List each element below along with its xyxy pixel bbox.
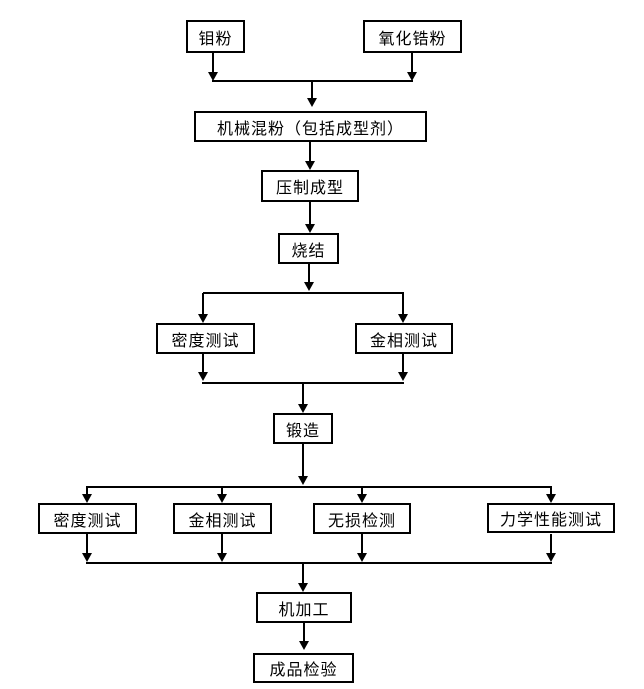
- connector-join-to-mixing: [311, 81, 313, 98]
- connector-merge-before-machining: [86, 562, 552, 564]
- arrowhead-density1-merge-icon: [198, 372, 208, 381]
- node-metallographic-test-1: 金相测试: [355, 323, 453, 354]
- node-final-inspection: 成品检验: [253, 653, 354, 683]
- arrowhead-to-metallographic1-icon: [398, 314, 408, 323]
- arrowhead-to-metallographic2-icon: [217, 494, 227, 503]
- arrowhead-sintering-split-icon: [304, 282, 314, 291]
- arrowhead-density2-merge-icon: [82, 553, 92, 562]
- connector-mo-powder-down: [212, 53, 214, 72]
- node-zirconia-powder: 氧化锆粉: [363, 20, 462, 53]
- connector-pressing-to-sintering: [309, 202, 311, 224]
- arrowhead-to-density2-icon: [82, 494, 92, 503]
- node-metallographic-test-2: 金相测试: [173, 503, 272, 534]
- arrowhead-to-mixing-icon: [307, 98, 317, 107]
- connector-split-left-down: [202, 293, 204, 314]
- node-mixing: 机械混粉（包括成型剂）: [194, 111, 427, 142]
- connector-density2-down: [86, 534, 88, 553]
- arrowhead-to-sintering-icon: [305, 224, 315, 233]
- node-mechanical-test: 力学性能测试: [487, 503, 615, 533]
- arrowhead-zirconia-icon: [407, 72, 417, 81]
- connector-split-after-sintering: [203, 292, 404, 294]
- connector-zirconia-down: [411, 53, 413, 72]
- connector-split4-2-down: [221, 487, 223, 494]
- connector-machining-down: [303, 623, 305, 641]
- arrowhead-to-pressing-icon: [305, 161, 315, 170]
- node-density-test-1: 密度测试: [156, 323, 255, 354]
- connector-merge-to-machining: [302, 563, 304, 583]
- connector-split4-4-down: [550, 487, 552, 494]
- connector-forging-down: [302, 444, 304, 476]
- arrowhead-to-forging-icon: [298, 404, 308, 413]
- connector-sintering-down: [308, 264, 310, 282]
- arrowhead-ndt-merge-icon: [357, 553, 367, 562]
- arrowhead-to-density1-icon: [198, 314, 208, 323]
- arrowhead-mo-powder-icon: [208, 72, 218, 81]
- connector-mechanical-down: [550, 534, 552, 553]
- connector-metallographic2-down: [221, 534, 223, 553]
- connector-metallographic1-down: [402, 354, 404, 372]
- connector-mixing-to-pressing: [309, 142, 311, 161]
- connector-split-after-forging: [86, 486, 552, 488]
- arrowhead-mechanical-merge-icon: [546, 553, 556, 562]
- node-pressing: 压制成型: [261, 170, 359, 202]
- connector-split4-1-down: [86, 487, 88, 494]
- connector-ndt-down: [361, 534, 363, 553]
- node-ndt: 无损检测: [313, 503, 411, 534]
- arrowhead-to-mechanical-icon: [546, 494, 556, 503]
- arrowhead-to-inspection-icon: [299, 641, 309, 650]
- node-mo-powder: 钼粉: [186, 20, 245, 53]
- connector-merge-to-forging: [302, 383, 304, 404]
- node-density-test-2: 密度测试: [38, 503, 137, 534]
- arrowhead-metallographic1-merge-icon: [398, 372, 408, 381]
- connector-density1-down: [202, 354, 204, 372]
- arrowhead-metallographic2-merge-icon: [217, 553, 227, 562]
- node-machining: 机加工: [256, 592, 352, 623]
- node-forging: 锻造: [273, 413, 333, 444]
- arrowhead-to-machining-icon: [298, 583, 308, 592]
- node-sintering: 烧结: [278, 233, 339, 264]
- connector-split4-3-down: [361, 487, 363, 494]
- connector-split-right-down: [402, 293, 404, 314]
- arrowhead-to-ndt-icon: [357, 494, 367, 503]
- arrowhead-forging-split-icon: [298, 476, 308, 485]
